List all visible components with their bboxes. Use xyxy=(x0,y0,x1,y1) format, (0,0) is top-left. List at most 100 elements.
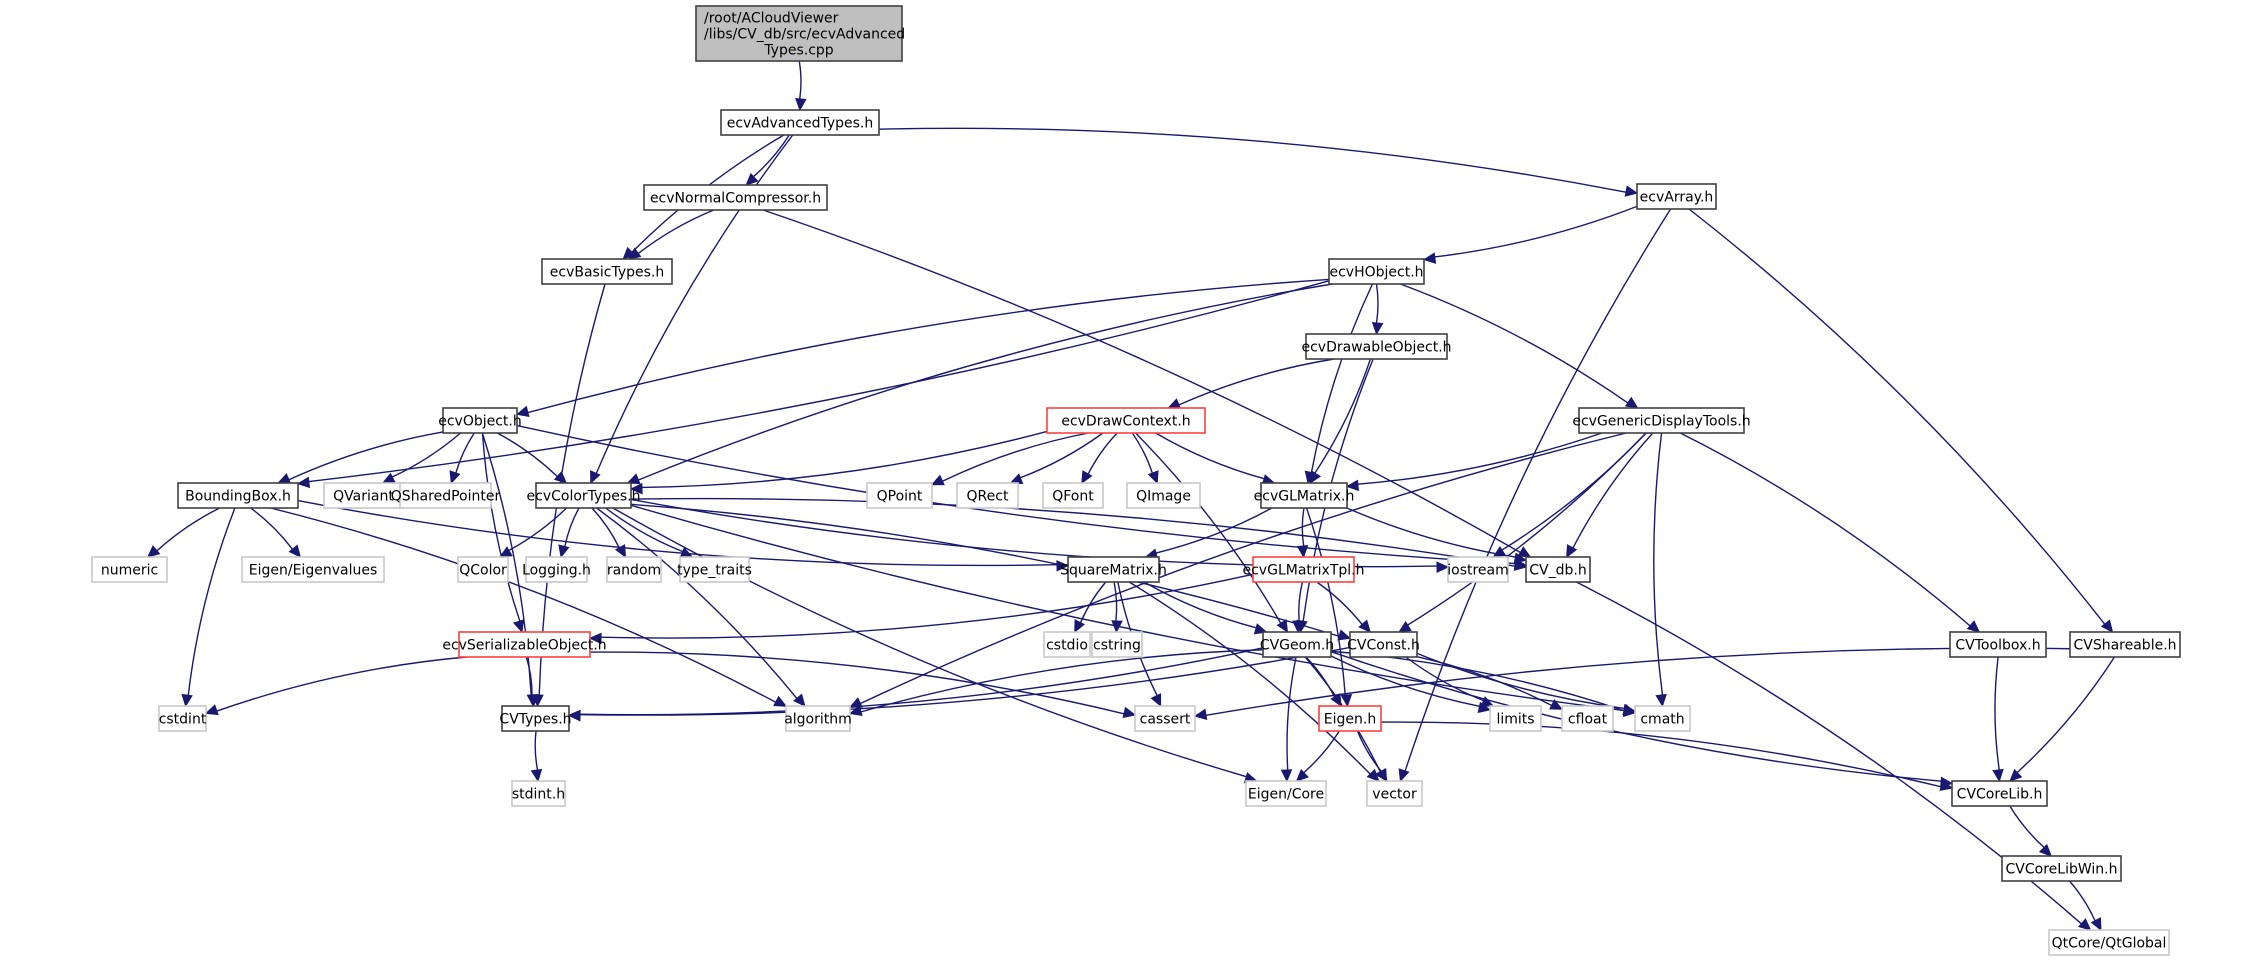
arrowhead-icon xyxy=(530,768,543,783)
node-label: QPoint xyxy=(877,489,923,505)
arrowhead-icon xyxy=(622,246,636,260)
node-BoundingBox[interactable]: BoundingBox.h xyxy=(177,482,299,509)
edge-CVCoreLibWin-to-QtGlobal xyxy=(2068,880,2102,932)
node-CVShareable[interactable]: CVShareable.h xyxy=(2069,631,2181,658)
arrowhead-icon xyxy=(795,98,807,112)
edge-line xyxy=(1572,432,1654,549)
edge-ecvGLMatrix-to-EigenH xyxy=(1305,507,1353,708)
edge-ecvColorTypes-to-CVConst xyxy=(630,503,1352,641)
edge-line xyxy=(1400,283,1629,404)
node-label: ecvAdvancedTypes.h xyxy=(727,116,874,132)
node-ecvNormalCompressor[interactable]: ecvNormalCompressor.h xyxy=(643,184,828,211)
node-root[interactable]: /root/ACloudViewer/libs/CV_db/src/ecvAdv… xyxy=(695,5,905,62)
arrowhead-icon xyxy=(1280,769,1293,783)
node-CVToolbox[interactable]: CVToolbox.h xyxy=(1949,631,2047,658)
node-box xyxy=(1043,631,1091,658)
node-CVTypes[interactable]: CVTypes.h xyxy=(499,705,572,732)
edge-EigenH-to-CVCoreLib xyxy=(1380,721,1954,791)
edge-ecvGenericDisplayTools-to-CVConst xyxy=(1397,432,1647,633)
edge-line xyxy=(860,432,1627,705)
edge-line xyxy=(630,503,1340,637)
edge-ecvDrawableObject-to-ecvDrawContext xyxy=(1167,358,1335,409)
edge-ecvDrawContext-to-ecvGLMatrix xyxy=(1155,432,1276,486)
edge-line xyxy=(391,432,462,478)
arrowhead-icon xyxy=(1009,473,1024,484)
edge-ecvHObject-to-ecvDrawableObject xyxy=(1371,283,1384,336)
node-ecvDrawContext[interactable]: ecvDrawContext.h xyxy=(1046,407,1206,434)
edge-line xyxy=(527,278,1330,414)
node-CV_db[interactable]: CV_db.h xyxy=(1525,556,1591,583)
arrowhead-icon xyxy=(1147,470,1159,485)
edge-line xyxy=(534,730,539,771)
arrowhead-icon xyxy=(2009,768,2023,782)
edge-EigenH-to-EigenCore xyxy=(1295,730,1340,782)
edge-line xyxy=(1303,730,1340,774)
node-SquareMatrix[interactable]: SquareMatrix.h xyxy=(1060,556,1167,583)
node-ecvGLMatrix[interactable]: ecvGLMatrix.h xyxy=(1254,482,1355,509)
node-box xyxy=(720,109,880,136)
edge-line xyxy=(2068,880,2096,922)
edge-ecvColorTypes-to-random xyxy=(591,507,627,559)
edge-ecvDrawContext-to-QRect xyxy=(1009,432,1104,484)
arrowhead-icon xyxy=(1122,706,1137,719)
edge-line xyxy=(638,283,1333,481)
node-label: limits xyxy=(1496,712,1534,728)
edge-line xyxy=(270,507,777,703)
node-ecvAdvancedTypes[interactable]: ecvAdvancedTypes.h xyxy=(720,109,880,136)
edge-line xyxy=(1310,283,1374,473)
node-label: Eigen.h xyxy=(1324,712,1376,728)
node-QSharedPointer: QSharedPointer xyxy=(391,482,500,509)
node-CVCoreLib[interactable]: CVCoreLib.h xyxy=(1951,780,2048,807)
node-box xyxy=(606,556,662,583)
node-ecvArray[interactable]: ecvArray.h xyxy=(1636,183,1717,210)
arrowhead-icon xyxy=(1081,470,1093,485)
node-CVConst[interactable]: CVConst.h xyxy=(1347,631,1420,658)
arrowhead-icon xyxy=(629,482,643,495)
edge-line xyxy=(596,507,798,699)
node-EigenH[interactable]: Eigen.h xyxy=(1318,705,1382,732)
node-label: /libs/CV_db/src/ecvAdvanced xyxy=(704,27,905,43)
node-ecvBasicTypes[interactable]: ecvBasicTypes.h xyxy=(541,258,673,285)
edge-line xyxy=(1155,507,1273,554)
node-ecvDrawableObject[interactable]: ecvDrawableObject.h xyxy=(1301,333,1452,360)
edge-line xyxy=(1688,208,2106,625)
node-label: QFont xyxy=(1052,489,1094,505)
edge-line xyxy=(2016,656,2116,774)
node-ecvObject[interactable]: ecvObject.h xyxy=(438,407,522,434)
arrowhead-icon xyxy=(793,693,806,707)
edge-ecvGLMatrix-to-CV_db xyxy=(1346,507,1528,564)
arrowhead-icon xyxy=(1513,552,1528,564)
edge-line xyxy=(1314,358,1372,474)
node-ecvGLMatrixTpl[interactable]: ecvGLMatrixTpl.h xyxy=(1243,556,1365,583)
node-label: ecvDrawContext.h xyxy=(1061,414,1190,430)
edge-line xyxy=(308,280,1330,483)
node-ecvHObject[interactable]: ecvHObject.h xyxy=(1328,258,1425,285)
edge-SquareMatrix-to-cstdio xyxy=(1074,581,1107,634)
node-box xyxy=(241,556,385,583)
node-iostream: iostream xyxy=(1447,556,1509,583)
edge-ecvObject-to-QSharedPointer xyxy=(449,432,475,485)
edge-CVToolbox-to-CVCoreLib xyxy=(1992,656,2004,783)
node-label: Types.cpp xyxy=(763,43,833,59)
arrowhead-icon xyxy=(1517,546,1532,558)
edge-line xyxy=(1380,721,1942,788)
node-label: QImage xyxy=(1136,489,1191,505)
node-box xyxy=(1634,705,1691,732)
node-ecvGenericDisplayTools[interactable]: ecvGenericDisplayTools.h xyxy=(1572,407,1751,434)
edge-line xyxy=(1434,205,1638,258)
node-CVGeom[interactable]: CVGeom.h xyxy=(1260,631,1334,658)
node-label: Eigen/Core xyxy=(1248,787,1324,803)
node-ecvColorTypes[interactable]: ecvColorTypes.h xyxy=(527,482,641,509)
node-label: CVGeom.h xyxy=(1260,638,1334,654)
node-CVCoreLibWin[interactable]: CVCoreLibWin.h xyxy=(2001,855,2122,882)
edge-line xyxy=(1305,507,1346,696)
node-numeric: numeric xyxy=(91,556,168,583)
edge-ecvObject-to-ecvSerializableObject xyxy=(481,432,525,634)
node-ecvSerializableObject[interactable]: ecvSerializableObject.h xyxy=(442,631,607,658)
edge-line xyxy=(1356,730,1383,772)
node-box xyxy=(1318,705,1382,732)
node-limits: limits xyxy=(1489,705,1542,732)
edge-ecvObject-to-ecvColorTypes xyxy=(496,432,568,484)
edge-ecvObject-to-CV_db xyxy=(516,424,1528,571)
arrowhead-icon xyxy=(1549,698,1564,710)
